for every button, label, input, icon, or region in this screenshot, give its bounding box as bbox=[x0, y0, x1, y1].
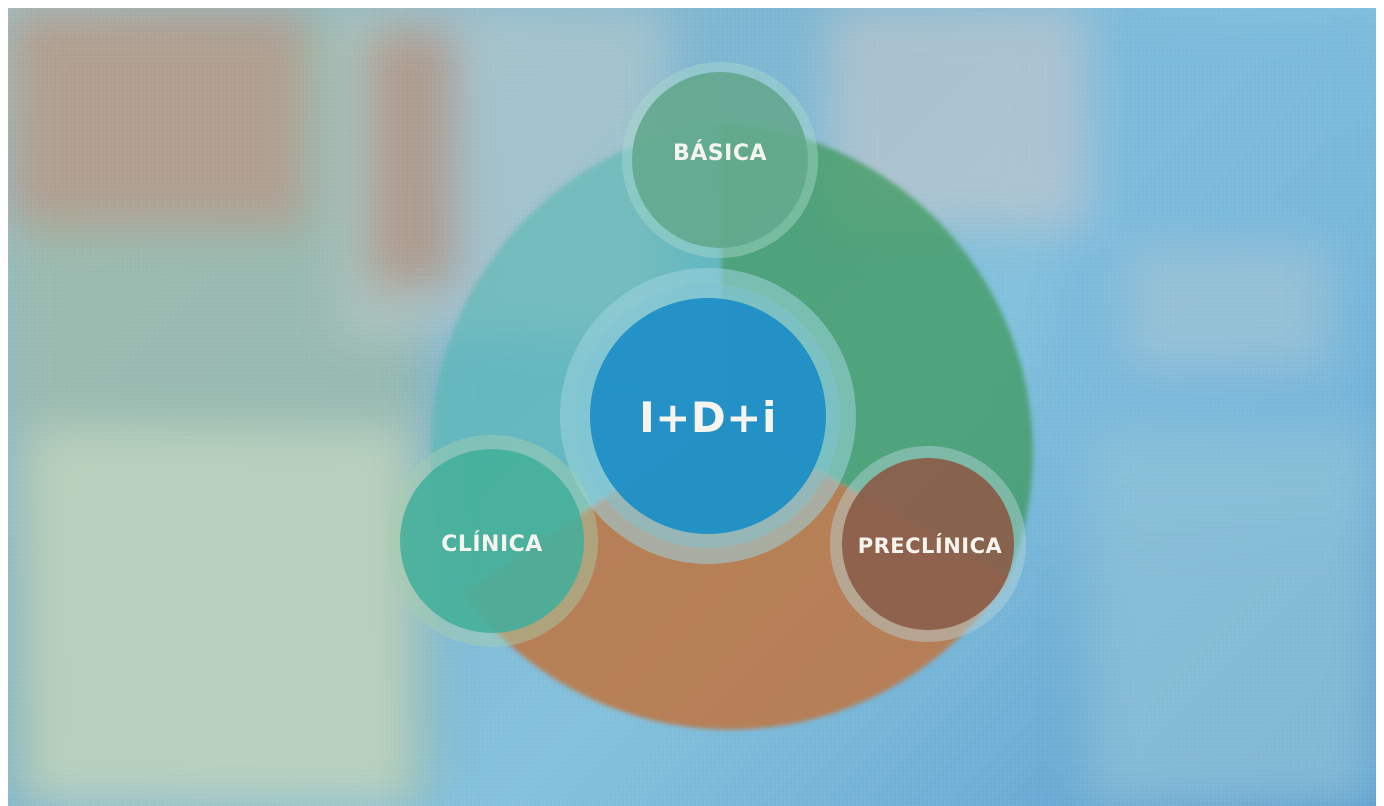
preclinica-label: PRECLÍNICA bbox=[858, 533, 1003, 558]
basica-label: BÁSICA bbox=[673, 140, 767, 166]
slide-frame: I+D+i BÁSICA CLÍNICA PRECLÍNICA bbox=[8, 8, 1376, 806]
basica-node bbox=[632, 72, 808, 248]
center-circle bbox=[590, 298, 826, 534]
clinica-node bbox=[400, 449, 584, 633]
preclinica-node bbox=[842, 458, 1014, 630]
center-label: I+D+i bbox=[639, 393, 777, 442]
clinica-label: CLÍNICA bbox=[441, 531, 543, 557]
orange-segment bbox=[463, 418, 1008, 730]
research-cycle-diagram: I+D+i BÁSICA CLÍNICA PRECLÍNICA bbox=[386, 62, 1033, 730]
